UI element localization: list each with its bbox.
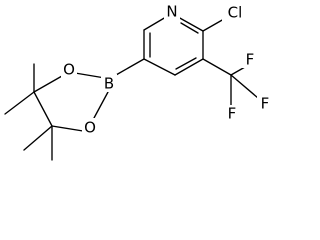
bond-o-bottom-c-bottom [51, 125, 84, 132]
atom-label-f-bottom: F [228, 105, 237, 123]
atom-label-n: N [166, 3, 177, 21]
bond-cf3-f-top [230, 66, 246, 76]
molecule-canvas: N Cl B O O F F F [4, 2, 270, 161]
atom-label-b: B [104, 75, 114, 93]
bond-cf3-f-right [230, 74, 259, 99]
bond-c-bottom-methyl-left [23, 125, 53, 151]
bond-b-o-bottom [93, 91, 109, 119]
atom-label-o-top: O [63, 61, 75, 79]
atom-label-o-bottom: O [84, 119, 96, 137]
bond-o-top-c-top [33, 75, 63, 93]
atom-label-cl: Cl [228, 4, 243, 22]
bond-c5-cf3 [202, 58, 232, 76]
bond-c5-c4-double [175, 57, 197, 70]
atom-label-f-top: F [246, 51, 255, 69]
bond-c6-cl [202, 18, 225, 32]
bond-c5-c4 [174, 58, 204, 76]
bond-n-c6-double [180, 22, 199, 34]
bond-c-top-methyl-left [4, 91, 35, 115]
atom-label-f-right: F [261, 95, 270, 113]
molecule-structure-diagram: N Cl B O O F F F [4, 2, 270, 161]
bond-n-c6 [177, 16, 204, 32]
bond-c2-n [143, 16, 167, 31]
bond-c4-c3 [143, 58, 176, 76]
bond-b-o-top [74, 72, 106, 79]
bond-c-top-c-bottom [33, 91, 53, 127]
bond-c3-b [115, 58, 145, 76]
